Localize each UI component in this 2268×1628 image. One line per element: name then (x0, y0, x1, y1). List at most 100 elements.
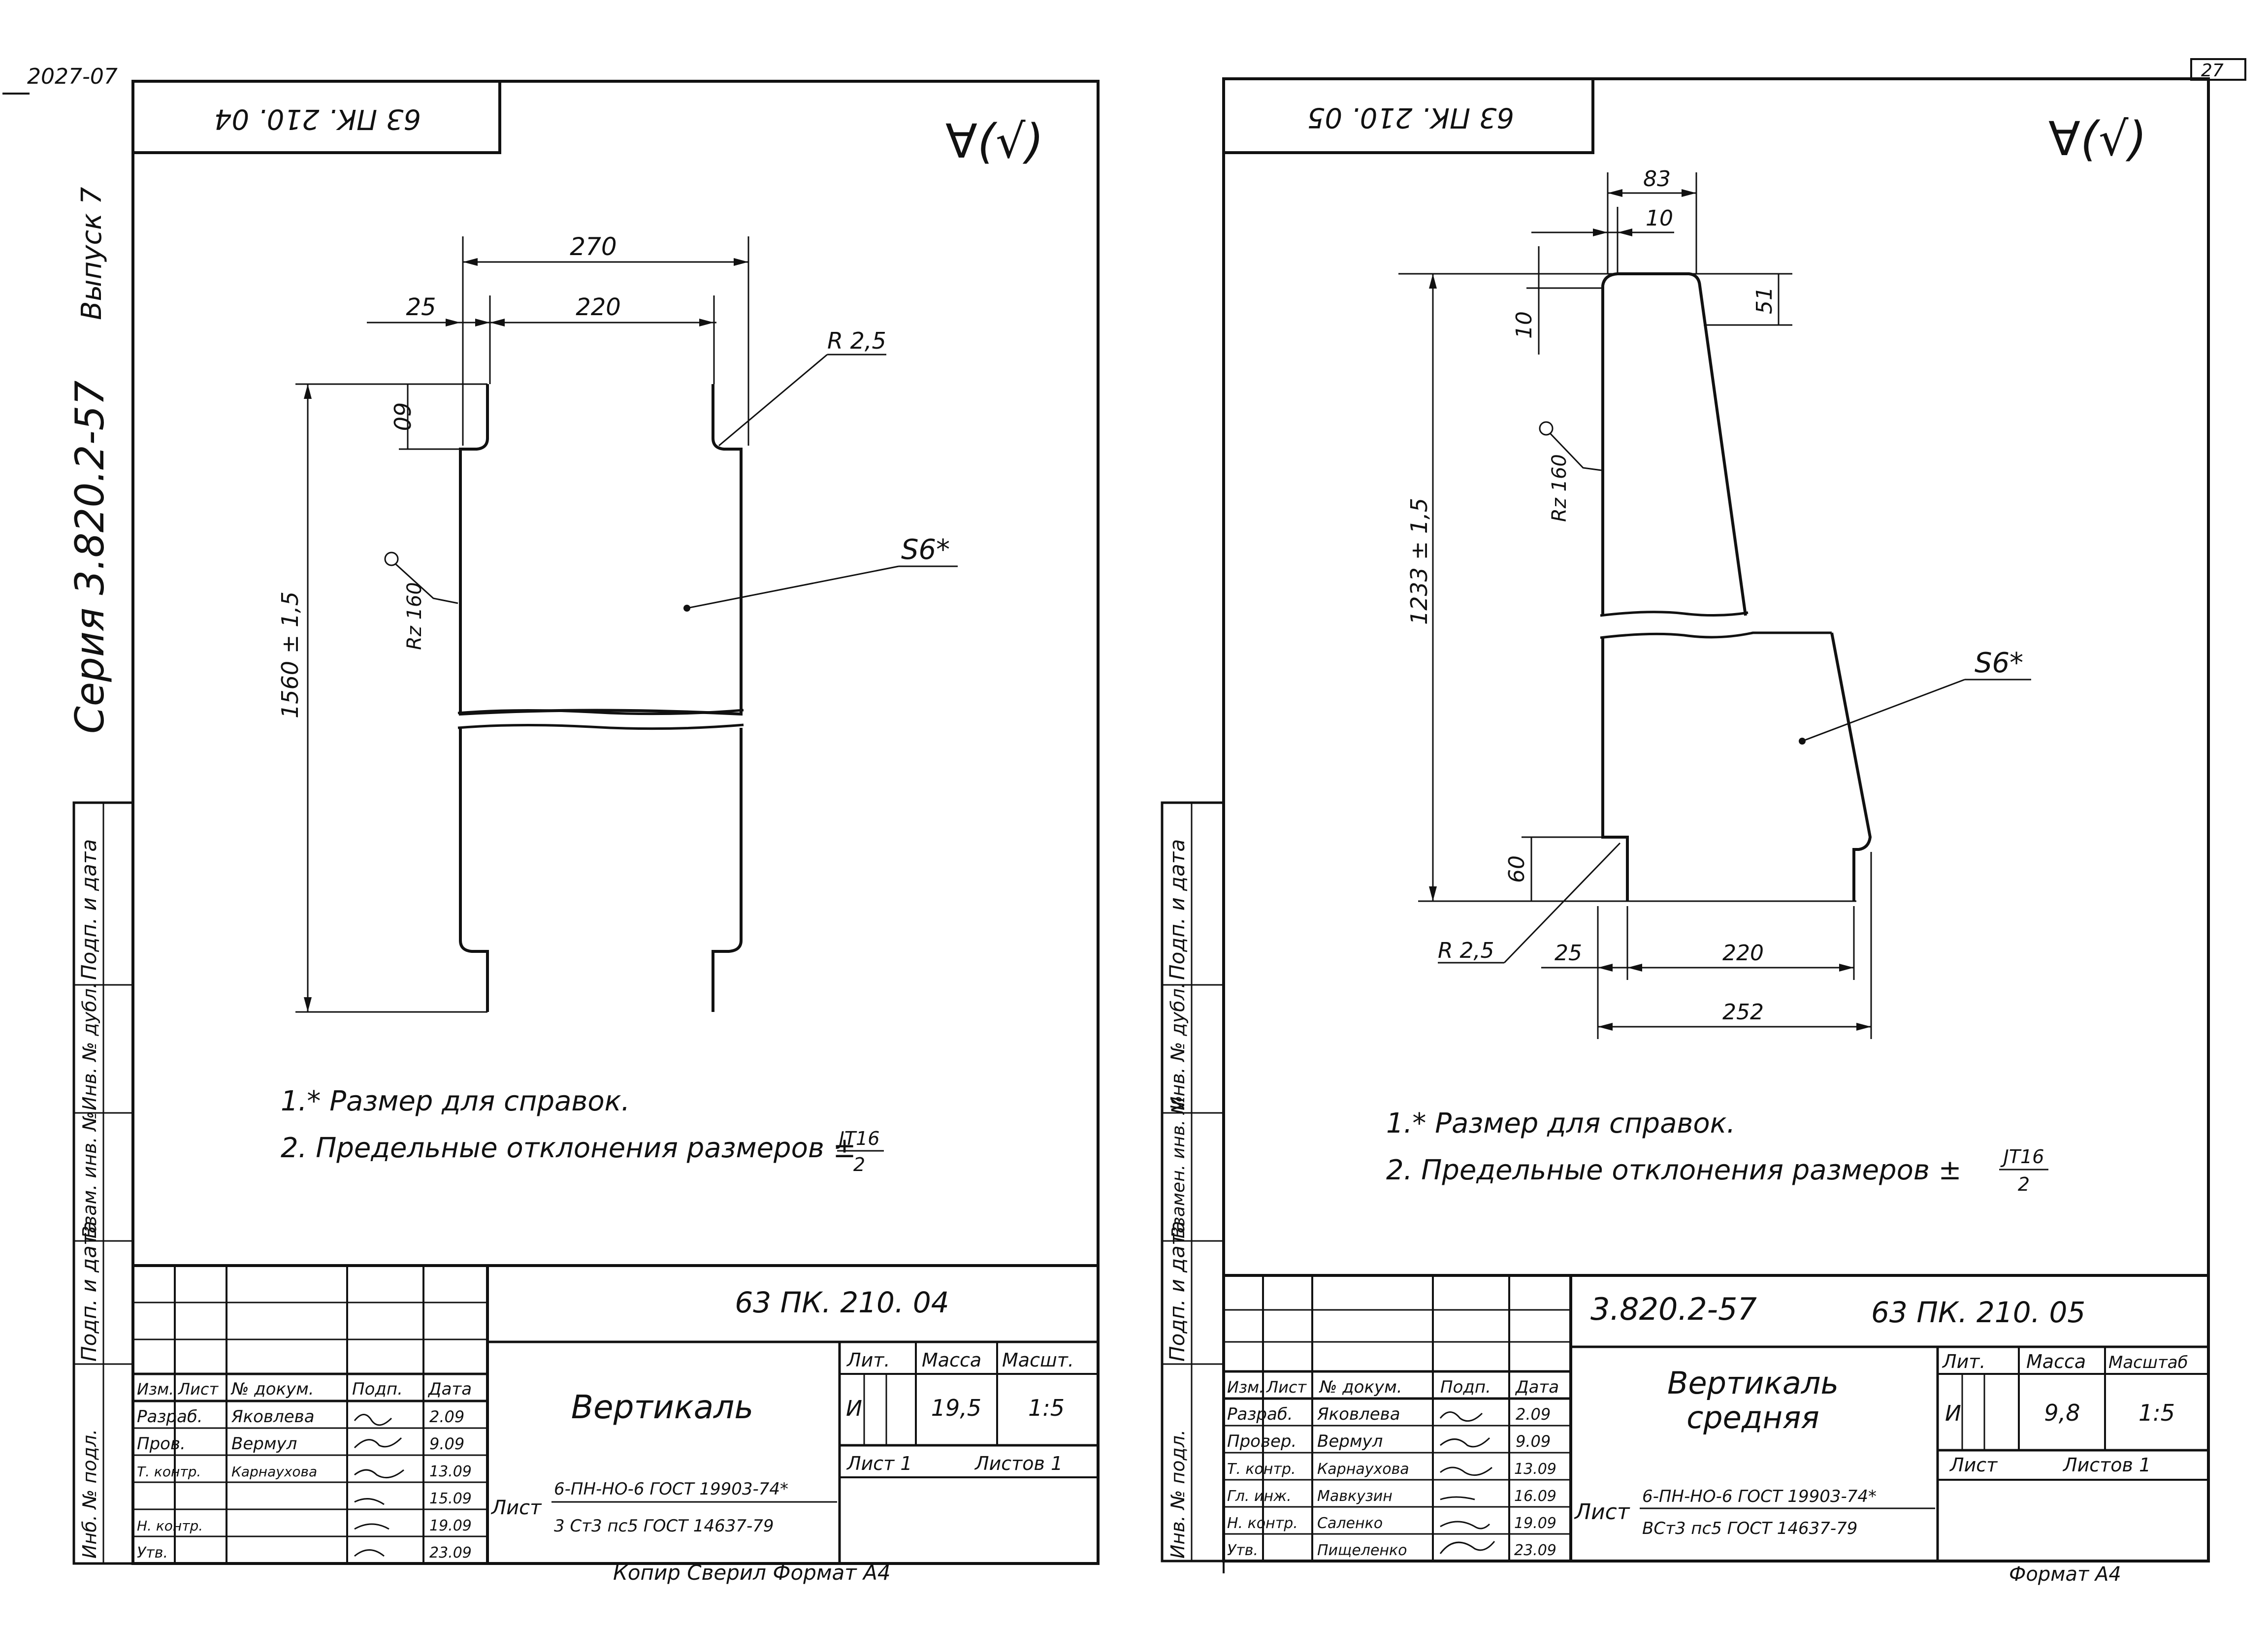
right-row-role-2: Провер. (1227, 1432, 1296, 1451)
left-lit-value: И (846, 1396, 862, 1421)
right-dim-10-left: 10 (1512, 311, 1537, 339)
left-row-date-4: 15.09 (429, 1490, 472, 1507)
right-note-1: 1.* Размер для справок. (1386, 1107, 1735, 1140)
right-sheet-label: Лист (1949, 1454, 1998, 1476)
left-strip-label-1: Инб. № подл. (79, 1429, 100, 1559)
right-col-izm: Изм. (1227, 1378, 1264, 1397)
left-col-date: Дата (427, 1379, 472, 1399)
left-row-name-3: Карнаухова (231, 1464, 317, 1480)
right-title-doc-code: 63 ПК. 210. 05 (1871, 1296, 2085, 1329)
right-col-doc: № докум. (1319, 1377, 1402, 1397)
left-scale-header: Масшт. (1002, 1349, 1074, 1371)
top-right-number-box (2190, 58, 2246, 81)
left-title-name: Вертикаль (571, 1388, 754, 1426)
left-stamp-code: 63 ПК. 210. 04 (214, 103, 421, 135)
right-row-role-5: Н. контр. (1227, 1515, 1298, 1532)
left-sheet-label: Лист 1 (846, 1453, 912, 1474)
right-col-date: Дата (1515, 1377, 1559, 1397)
left-row-name-2: Вермул (231, 1434, 297, 1454)
left-part-lower (459, 728, 743, 1012)
right-material-top: 6-ПН-НО-6 ГОСТ 19903-74* (1642, 1487, 1877, 1506)
right-dim-25: 25 (1555, 941, 1582, 966)
left-note-2: 2. Предельные отклонения размеров ± (281, 1132, 856, 1164)
right-tol-den: 2 (2018, 1173, 2030, 1195)
right-dim-83: 83 (1643, 166, 1671, 192)
left-col-doc: № докум. (230, 1379, 314, 1399)
right-row-date-6: 23.09 (1514, 1542, 1556, 1559)
left-dim-60: 60 (389, 402, 415, 431)
left-material-top: 6-ПН-НО-6 ГОСТ 19903-74* (554, 1479, 788, 1499)
right-frame (1222, 77, 2210, 1563)
left-footer: Копир Сверил Формат А4 (613, 1561, 891, 1585)
right-row-role-6: Утв. (1227, 1542, 1258, 1559)
right-row-name-1: Яковлева (1317, 1404, 1400, 1424)
right-title-name-2: средняя (1686, 1400, 1819, 1435)
left-strip-label-5: Подп. и дата (77, 839, 101, 980)
left-row-role-1: Разраб. (137, 1407, 203, 1427)
left-row-date-6: 23.09 (429, 1544, 472, 1562)
right-dim-10-top: 10 (1646, 206, 1673, 231)
right-col-sign: Подп. (1440, 1377, 1491, 1397)
right-scale-header: Масштаб (2108, 1353, 2188, 1372)
right-row-name-5: Саленко (1317, 1515, 1383, 1532)
left-dim-1560: 1560 ± 1,5 (277, 591, 303, 718)
right-roughness-symbol: ∀(√) (2048, 112, 2147, 166)
right-title-series: 3.820.2-57 (1590, 1291, 1757, 1327)
left-col-list: Лист (178, 1380, 219, 1399)
right-row-date-3: 13.09 (1514, 1461, 1556, 1478)
issue-text: Выпуск 7 (76, 187, 108, 320)
right-material-bottom: ВСт3 пс5 ГОСТ 14637-79 (1642, 1519, 1857, 1538)
right-lit-header: Лит. (1942, 1351, 1986, 1372)
left-roughness-label: Rz 160 (403, 582, 426, 650)
right-binding-strip (1161, 801, 1225, 1563)
left-stamp-box (131, 80, 501, 154)
right-stamp-box (1222, 77, 1594, 154)
left-tol-den: 2 (853, 1154, 865, 1175)
series-text: Серия 3.820.2-57 (67, 380, 113, 734)
left-break-line-bottom (457, 723, 744, 730)
left-mass-header: Масса (922, 1349, 981, 1371)
right-note-2: 2. Предельные отклонения размеров ± (1386, 1154, 1962, 1186)
right-mass-value: 9,8 (2044, 1400, 2080, 1426)
left-row-date-1: 2.09 (429, 1407, 464, 1426)
left-row-role-2: Пров. (137, 1434, 186, 1454)
right-lit-value: И (1945, 1401, 1961, 1426)
right-row-name-3: Карнаухова (1317, 1461, 1409, 1478)
right-radius-label: R 2,5 (1438, 938, 1494, 963)
left-strip-label-2: Подп. и дата (77, 1221, 101, 1362)
left-material-bottom: 3 Ст3 пс5 ГОСТ 14637-79 (554, 1516, 774, 1536)
top-left-number: 2027-07 (27, 64, 118, 89)
right-thickness-label: S6* (1975, 647, 2023, 679)
left-material-label: Лист (490, 1497, 542, 1519)
left-title-doc-code: 63 ПК. 210. 04 (735, 1286, 949, 1319)
right-strip-label-3: Взамен. инв. № (1168, 1096, 1189, 1238)
right-sheets-label: Листов 1 (2062, 1454, 2151, 1476)
left-tol-num: JT16 (836, 1128, 880, 1149)
left-title-block: 63 ПК. 210. 04 Изм. Лист № докум. Подп. … (133, 1264, 1098, 1563)
left-row-date-3: 13.09 (429, 1463, 472, 1480)
left-break-line-top (457, 709, 744, 716)
right-row-name-6: Пищеленко (1317, 1542, 1407, 1559)
left-roughness-symbol: ∀(√) (945, 115, 1044, 169)
right-break-line-top (1600, 611, 1749, 617)
right-part-lower (1601, 632, 1872, 901)
right-strip-label-2: Подп. и дата (1165, 1221, 1189, 1362)
right-dim-1233: 1233 ± 1,5 (1406, 498, 1432, 625)
right-row-date-2: 9.09 (1516, 1432, 1551, 1451)
left-thickness-label: S6* (901, 534, 950, 566)
left-row-date-2: 9.09 (429, 1434, 464, 1453)
right-title-block: 3.820.2-57 63 ПК. 210. 05 Изм. Лист № до… (1224, 1274, 2208, 1561)
right-row-date-5: 19.09 (1514, 1515, 1556, 1532)
right-col-list: Лист (1266, 1378, 1307, 1397)
right-strip-label-5: Подп. и дата (1165, 839, 1189, 980)
right-dim-252: 252 (1722, 1000, 1764, 1025)
left-row-name-1: Яковлева (231, 1407, 315, 1427)
left-row-role-3: Т. контр. (137, 1464, 201, 1480)
left-radius-label: R 2,5 (827, 327, 886, 354)
right-footer: Формат А4 (2009, 1563, 2121, 1586)
right-sheet: Подп. и дата Инв. № дубл. Взамен. инв. №… (1161, 77, 2210, 1586)
right-row-date-4: 16.09 (1514, 1488, 1556, 1505)
left-mass-value: 19,5 (931, 1395, 981, 1421)
left-dim-220: 220 (576, 293, 621, 321)
left-lit-header: Лит. (846, 1349, 890, 1371)
